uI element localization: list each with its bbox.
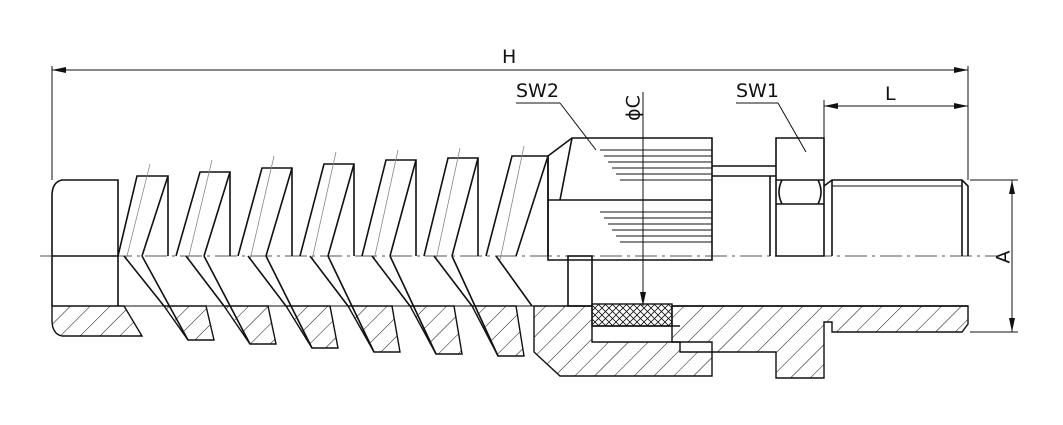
label-sw1: SW1 bbox=[736, 80, 779, 102]
label-h: H bbox=[502, 46, 516, 68]
dimension-phi-c: ϕC bbox=[623, 92, 646, 306]
dimension-a: A bbox=[970, 179, 1018, 333]
spiral-relief-section bbox=[51, 255, 540, 357]
body-section bbox=[671, 305, 969, 379]
seal-insert bbox=[591, 303, 673, 327]
label-a: A bbox=[993, 251, 1015, 264]
label-sw2: SW2 bbox=[516, 80, 559, 102]
dome-cap-nut bbox=[533, 137, 713, 377]
label-sw1-group: SW1 bbox=[736, 80, 807, 153]
dimension-l: L bbox=[823, 83, 968, 180]
label-sw2-group: SW2 bbox=[516, 80, 597, 151]
thread-shank bbox=[823, 179, 969, 256]
body-neck bbox=[712, 165, 776, 177]
spiral-relief-top bbox=[51, 145, 549, 261]
hex-body bbox=[769, 137, 825, 257]
label-phi-c: ϕC bbox=[623, 95, 645, 121]
dimension-h: H bbox=[51, 46, 969, 180]
label-l: L bbox=[885, 83, 896, 105]
